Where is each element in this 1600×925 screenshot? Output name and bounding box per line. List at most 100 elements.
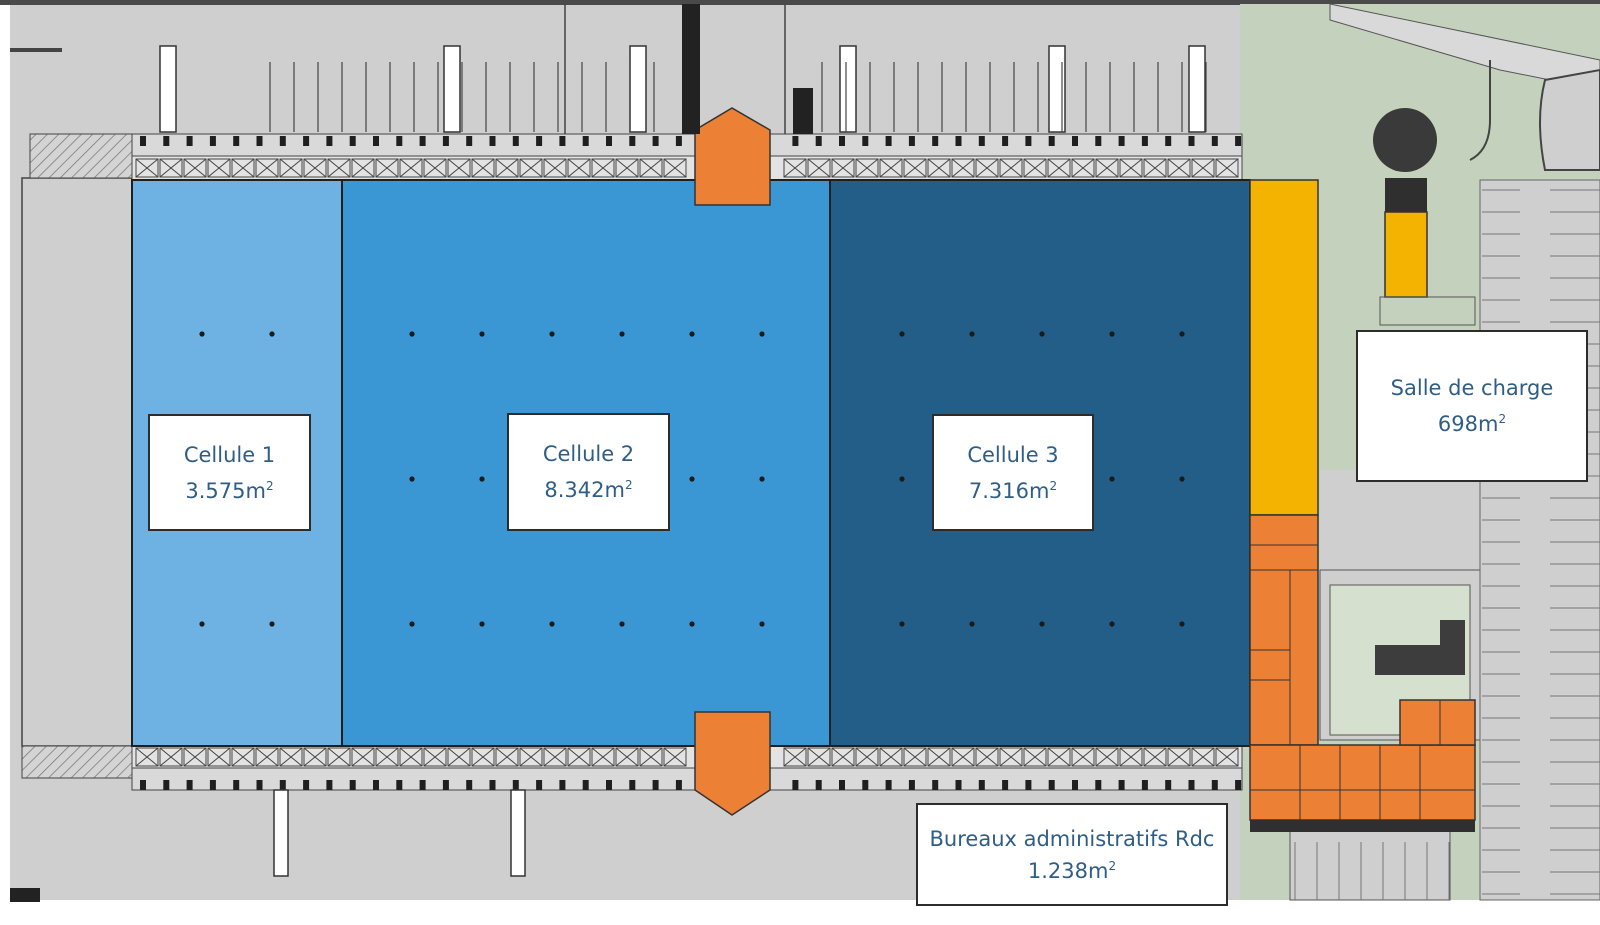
dock-door [567,158,591,178]
dock-door [927,158,951,178]
dock-door [1023,747,1047,767]
dock-door [1071,158,1095,178]
dock-door [639,747,663,767]
bollard [489,780,496,790]
column-dot [1109,331,1115,337]
north-dock-levellers [131,155,1243,181]
dock-door [999,747,1023,767]
bollard [209,136,216,146]
bollard [1188,136,1195,146]
dock-door [663,747,687,767]
bollard [233,136,240,146]
bollard [932,780,939,790]
dock-door [663,158,687,178]
bureaux-label: Bureaux administratifs Rdc 1.238m2 [916,803,1228,906]
dock-door [375,747,399,767]
dock-door [399,747,423,767]
salle-name: Salle de charge [1390,376,1554,400]
dock-door [351,747,375,767]
dock-door [183,747,207,767]
cell-1-name: Cellule 1 [183,442,276,467]
bollard [396,780,403,790]
column-dot [759,476,765,482]
west-strip [21,177,133,747]
column-dot [549,331,555,337]
dock-door [1047,158,1071,178]
truck-trailer [1048,45,1066,133]
cell-3-area-value: 7.316m2 [968,478,1058,503]
dock-door [1191,158,1215,178]
dock-door [639,158,663,178]
dock-door [255,158,279,178]
dock-door [951,747,975,767]
bollard [1095,780,1102,790]
dock-door [975,747,999,767]
bollard [209,780,216,790]
bollard [349,780,356,790]
gate-marker [10,48,62,52]
shrub [1375,620,1465,675]
dock-door [135,158,159,178]
dock-door [999,158,1023,178]
dock-door [1119,747,1143,767]
bollard [1072,780,1078,790]
column-dot [899,621,905,627]
bollard [163,780,170,790]
bollard [839,136,845,146]
dock-door [303,158,327,178]
bollard [978,136,985,146]
cell-3-label: Cellule 3 7.316m2 [932,414,1094,531]
corner-marker [10,888,40,902]
water-tank [1373,108,1437,172]
truck-trailer [839,45,857,133]
cell-1-area-value: 3.575m2 [185,478,274,503]
bollard [373,780,379,790]
dock-door [1167,747,1191,767]
dock-door [591,747,615,767]
dock-door [447,158,471,178]
parking-right [1479,179,1600,901]
bollard [279,780,286,790]
dock-door [135,747,159,767]
cell-1-label: Cellule 1 3.575m2 [148,414,311,531]
dock-door [879,158,903,178]
dock-door [855,158,879,178]
dock-door [1215,158,1239,178]
column-dot [1109,476,1115,482]
column-dot [759,331,765,337]
truck-trailer [273,789,289,877]
bollard [140,136,146,146]
bollard [419,780,426,790]
salle-de-charge-label: Salle de charge 698m2 [1356,330,1588,482]
dock-door [951,158,975,178]
bollard [1002,780,1009,790]
cell-3-name: Cellule 3 [967,442,1059,467]
bollard [1048,780,1055,790]
column-dot [269,331,275,337]
bollard [862,780,869,790]
column-dot [689,476,695,482]
bollard [186,136,193,146]
dock-door [615,747,639,767]
dock-door [903,158,927,178]
dock-door [807,747,831,767]
dock-door [495,747,519,767]
bollard [582,136,589,146]
column-dot [199,621,205,627]
bollard [279,136,286,146]
cell-2-label: Cellule 2 8.342m2 [507,413,670,531]
bollard [1188,780,1195,790]
bollard [652,136,659,146]
dock-door [375,158,399,178]
dock-door [399,158,423,178]
salle-de-charge-area [1249,179,1319,516]
dock-door [471,158,495,178]
bollard [396,136,403,146]
bollard [256,136,263,146]
bureaux-area-value: 1.238m2 [1027,858,1117,883]
dock-door [303,747,327,767]
bollard [1048,136,1055,146]
dock-door [591,158,615,178]
bollard [163,136,170,146]
truck-trailer [1188,45,1206,133]
